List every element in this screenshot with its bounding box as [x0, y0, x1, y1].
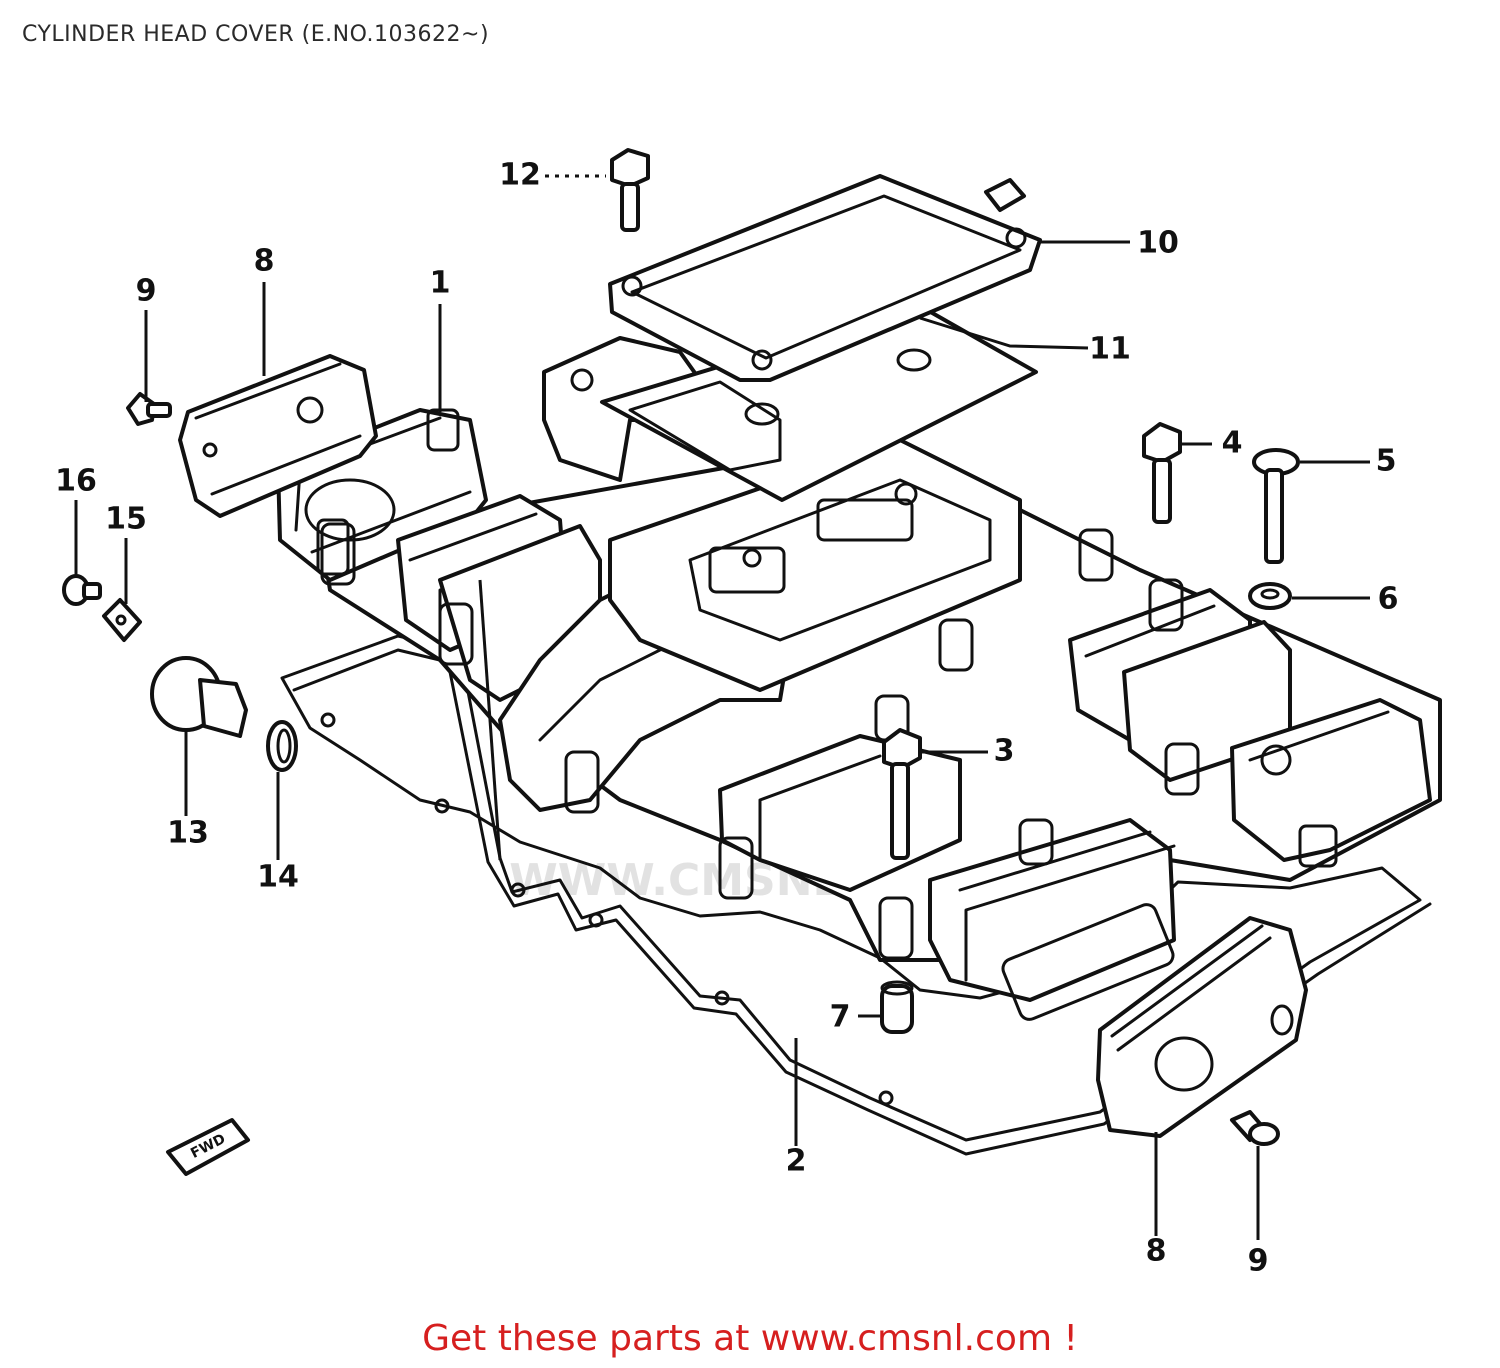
callout-2: 2	[786, 1144, 807, 1179]
screw-right	[1230, 1110, 1280, 1146]
callout-6: 6	[1378, 582, 1399, 617]
callout-12: 12	[499, 158, 541, 193]
nut	[102, 598, 142, 642]
end-cap-left	[178, 354, 378, 518]
promo-link[interactable]: Get these parts at www.cmsnl.com !	[422, 1318, 1078, 1359]
callout-10: 10	[1137, 226, 1179, 261]
callout-4: 4	[1222, 426, 1243, 461]
bolt-long	[1142, 422, 1182, 524]
small-bolt	[62, 574, 102, 606]
washer	[1248, 582, 1292, 610]
callout-15: 15	[105, 502, 147, 537]
bolt-center	[882, 728, 922, 860]
dowel-pin	[880, 980, 914, 1034]
callout-16: 16	[55, 464, 97, 499]
bolt-breather-cover	[610, 148, 650, 232]
leader-lines	[74, 174, 1370, 1240]
callout-7: 7	[830, 1000, 851, 1035]
callout-8-right: 8	[1146, 1234, 1167, 1269]
o-ring	[266, 720, 298, 772]
callout-11: 11	[1089, 332, 1131, 367]
end-cap-right	[1096, 916, 1308, 1138]
callout-5: 5	[1376, 444, 1397, 479]
cylinder-head-cover-body	[276, 336, 1442, 1021]
bolt-with-washer	[1252, 448, 1300, 564]
callout-1: 1	[430, 266, 451, 301]
breather-cover	[608, 174, 1042, 382]
head-cover-gasket	[280, 634, 1432, 1156]
callout-13: 13	[167, 816, 209, 851]
callout-14: 14	[257, 860, 299, 895]
callout-9-right: 9	[1248, 1244, 1269, 1279]
oil-plug	[150, 656, 248, 738]
callout-9-left: 9	[136, 274, 157, 309]
screw-left	[126, 392, 172, 426]
front-direction-marker: FWD	[166, 1118, 250, 1176]
callout-8-left: 8	[254, 244, 275, 279]
page-title: CYLINDER HEAD COVER (E.NO.103622~)	[22, 22, 490, 47]
callout-3: 3	[994, 734, 1015, 769]
